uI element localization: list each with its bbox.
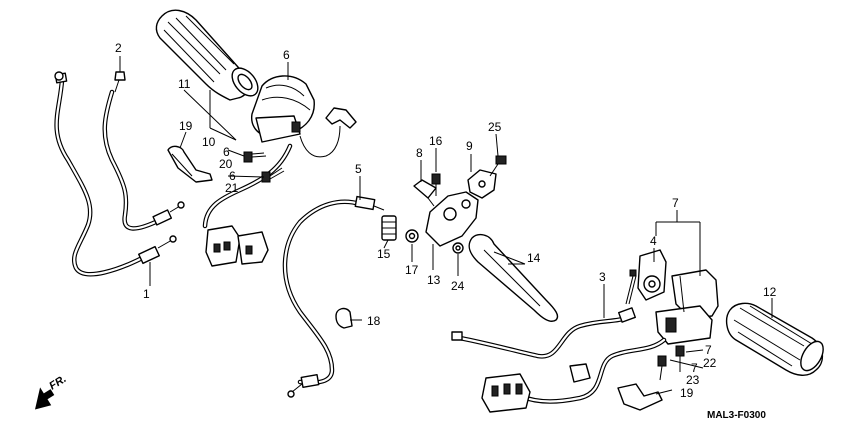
throttle-cable-1[interactable] [54, 71, 177, 277]
callout-13: 13 [427, 273, 441, 287]
throttle-cable-2[interactable] [102, 71, 185, 231]
callout-6-mid: 6 [223, 145, 230, 159]
callout-14: 14 [527, 251, 541, 265]
holder-9[interactable] [467, 169, 497, 199]
wire-clamp-left[interactable] [167, 145, 213, 183]
callout-8: 8 [416, 146, 423, 160]
left-switch-housing[interactable] [251, 75, 357, 158]
callout-2: 2 [115, 41, 122, 55]
diagram-code: MAL3-F0300 [707, 410, 766, 421]
bolt-25[interactable] [489, 155, 507, 177]
cable-clip-18[interactable] [335, 307, 353, 329]
callout-24: 24 [451, 279, 465, 293]
callout-23: 23 [686, 373, 700, 387]
callout-21: 21 [225, 181, 239, 195]
adjuster-15[interactable] [381, 215, 397, 241]
front-direction-arrow-icon [35, 387, 55, 410]
callout-22: 22 [703, 356, 717, 370]
callout-16: 16 [429, 134, 443, 148]
callout-6-top: 6 [283, 48, 290, 62]
callout-3: 3 [599, 270, 606, 284]
callout-1: 1 [143, 287, 150, 301]
screw-4[interactable] [637, 249, 667, 301]
callout-7-mid: 7 [705, 343, 712, 357]
callout-18: 18 [367, 314, 381, 328]
left-handle-grip[interactable] [155, 9, 263, 101]
choke-cable-3[interactable] [451, 307, 636, 359]
callout-7-low-visible: 7 [691, 361, 698, 375]
callout-20: 20 [219, 157, 233, 171]
screw-23[interactable] [657, 355, 667, 381]
left-switch-wire-harness[interactable] [202, 143, 293, 267]
callout-19-right-visible: 19 [680, 386, 694, 400]
callout-15: 15 [377, 247, 391, 261]
locknut-17[interactable] [405, 229, 419, 243]
clutch-cable[interactable] [282, 195, 385, 398]
leader-lines [119, 56, 773, 395]
screw-16[interactable] [431, 173, 441, 196]
right-handle-grip-12[interactable] [725, 302, 828, 376]
callout-25: 25 [488, 120, 502, 134]
callout-12: 12 [763, 285, 777, 299]
callout-4: 4 [650, 234, 657, 248]
callout-5: 5 [355, 162, 362, 176]
right-switch-wire-harness[interactable] [481, 337, 667, 413]
wire-clamp-right[interactable] [617, 383, 663, 411]
nut-24[interactable] [452, 242, 464, 254]
callout-17: 17 [405, 263, 419, 277]
callout-19-left: 19 [179, 119, 193, 133]
screw-20[interactable] [243, 151, 267, 163]
callout-labels: 2 1 11 10 6 19 6 20 6 21 5 18 8 16 9 25 … [47, 41, 776, 421]
pin-screw-right[interactable] [625, 269, 637, 305]
clutch-lever-14[interactable] [468, 233, 559, 322]
callout-7-top: 7 [672, 196, 679, 210]
callout-10: 10 [202, 135, 216, 149]
callout-9: 9 [466, 139, 473, 153]
callout-11: 11 [178, 77, 191, 91]
callout-6-low: 6 [229, 169, 236, 183]
right-switch-housing-7[interactable] [655, 269, 719, 345]
screw-22[interactable] [675, 345, 685, 372]
lever-bracket-13[interactable] [425, 191, 479, 247]
